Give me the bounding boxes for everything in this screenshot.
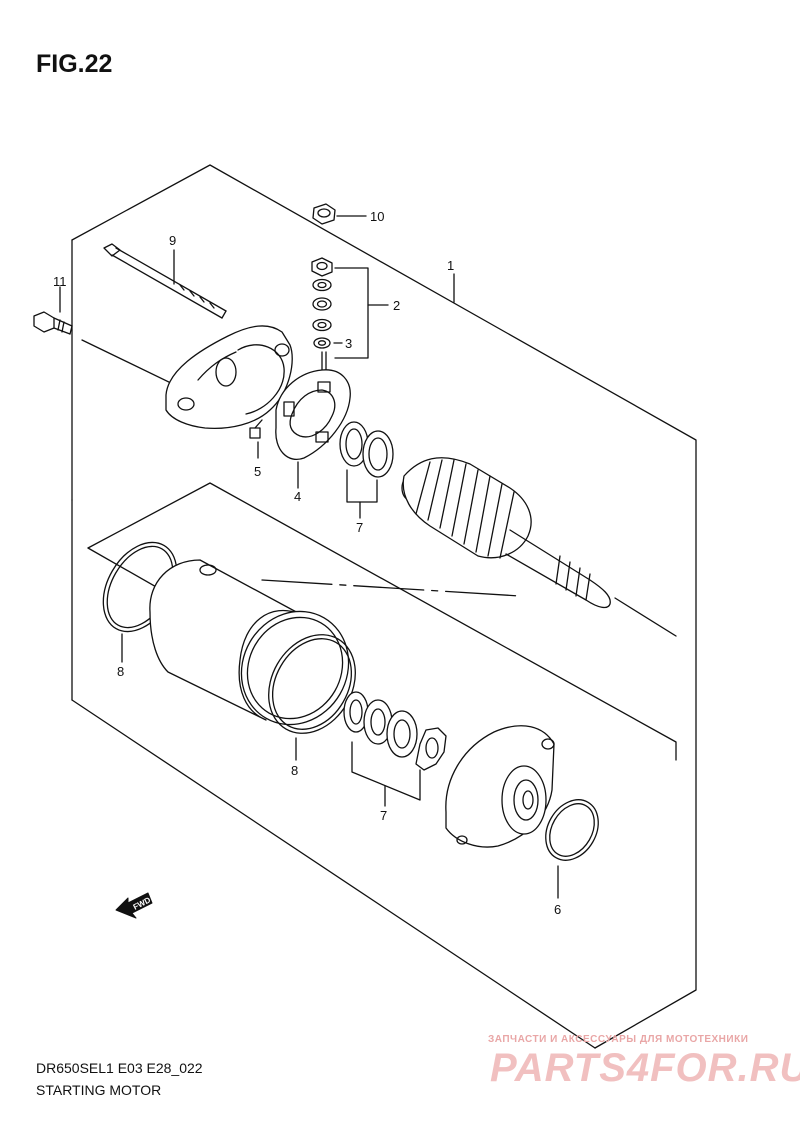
part-4-brush-holder xyxy=(275,351,351,489)
callout-8-lower: 8 xyxy=(291,763,298,778)
part-yoke xyxy=(149,559,350,726)
callout-8-upper: 8 xyxy=(117,664,124,679)
part-front-cover xyxy=(445,725,555,848)
part-rear-cover xyxy=(165,325,293,430)
fwd-arrow-icon: FWD xyxy=(115,892,153,919)
callout-4: 4 xyxy=(294,489,301,504)
part-10-nut xyxy=(312,203,367,225)
callout-2: 2 xyxy=(393,298,400,313)
figure-name: STARTING MOTOR xyxy=(36,1082,162,1098)
part-7-upper-washers xyxy=(339,421,394,519)
part-7-lower-washers xyxy=(343,691,447,807)
watermark-tagline: ЗАПЧАСТИ И АКСЕССУАРЫ ДЛЯ МОТОТЕХНИКИ xyxy=(488,1034,749,1045)
callout-10: 10 xyxy=(370,209,384,224)
callout-9: 9 xyxy=(169,233,176,248)
callout-3: 3 xyxy=(345,336,352,351)
part-armature xyxy=(401,457,611,609)
callout-7-lower: 7 xyxy=(380,808,387,823)
callout-11: 11 xyxy=(53,274,67,289)
part-11-bolt xyxy=(33,286,73,335)
model-code: DR650SEL1 E03 E28_022 xyxy=(36,1060,203,1076)
part-6-o-ring xyxy=(545,799,599,899)
assembly-outline xyxy=(71,164,697,1049)
figure-title: FIG.22 xyxy=(36,50,113,78)
part-5-clip xyxy=(249,419,263,459)
part-2-washer-set xyxy=(311,257,389,359)
callout-5: 5 xyxy=(254,464,261,479)
callout-7-upper: 7 xyxy=(356,520,363,535)
watermark-logo: PARTS4FOR.RU xyxy=(490,1046,800,1090)
callout-6: 6 xyxy=(554,902,561,917)
callout-1: 1 xyxy=(447,258,454,273)
part-9-through-bolt xyxy=(103,243,227,319)
